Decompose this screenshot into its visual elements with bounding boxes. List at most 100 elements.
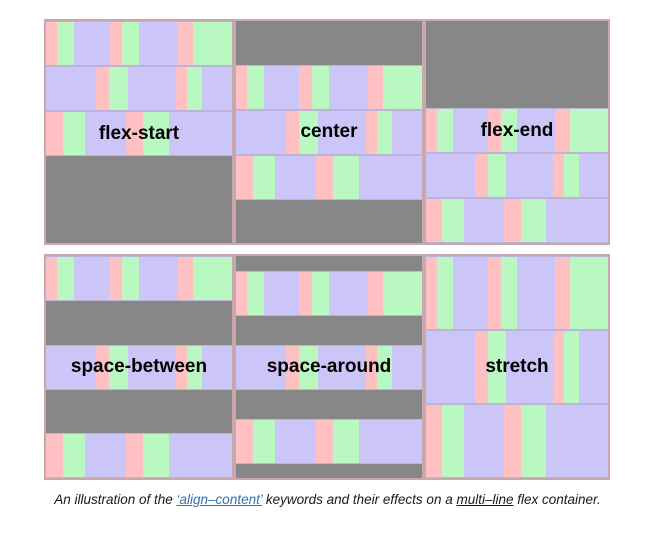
flex-item (73, 22, 110, 65)
flex-line: space-between (46, 344, 232, 390)
flex-item (142, 112, 169, 155)
flex-item (57, 257, 74, 300)
stripe-row-3 (46, 434, 232, 477)
flex-item (553, 154, 565, 197)
flex-line: stretch (426, 330, 608, 404)
flex-line (426, 198, 608, 243)
flex-item (176, 345, 188, 389)
flex-item (85, 434, 126, 477)
flex-line (236, 64, 422, 110)
flex-line (236, 418, 422, 464)
panel-space-around: space-around (234, 254, 424, 480)
flex-item (312, 65, 329, 109)
flex-item (299, 65, 313, 109)
flex-item (236, 419, 253, 463)
flex-item (109, 345, 128, 389)
flex-item (555, 109, 570, 152)
flex-item (426, 199, 443, 242)
stripe-row-1 (236, 65, 422, 109)
flex-item (426, 405, 443, 477)
flex-item (168, 112, 232, 155)
flex-item (500, 109, 517, 152)
flex-item (516, 109, 556, 152)
flex-line (46, 433, 232, 478)
flex-item (202, 67, 232, 110)
flex-line: flex-end (426, 108, 608, 153)
flex-line (426, 404, 608, 478)
flex-item (504, 199, 521, 242)
flex-item (275, 155, 316, 199)
caption-link-multi-line[interactable]: multi–line (456, 492, 514, 507)
flex-item (377, 110, 393, 154)
flex-item (368, 65, 383, 109)
flex-item (436, 257, 454, 329)
stripe-row-2 (426, 331, 608, 403)
flex-item (125, 112, 143, 155)
flex-item (263, 271, 300, 315)
flex-line: center (236, 109, 422, 155)
flex-item (332, 155, 359, 199)
flex-item (109, 22, 123, 65)
flex-item (46, 345, 97, 389)
flex-item (426, 154, 476, 197)
panel-space-between: space-between (44, 254, 234, 480)
flex-item (578, 154, 608, 197)
caption-part-3: flex container. (513, 492, 601, 507)
flex-item (555, 257, 570, 329)
flex-item (569, 257, 608, 329)
stripe-row-3 (236, 419, 422, 463)
flex-item (62, 112, 86, 155)
flex-line (236, 154, 422, 200)
flex-item (73, 257, 110, 300)
flex-item (504, 405, 521, 477)
caption-part-2: keywords and their effects on a (262, 492, 457, 507)
flex-item (178, 257, 193, 300)
flex-item (426, 257, 437, 329)
flex-item (317, 110, 367, 154)
flex-item (315, 419, 333, 463)
flex-item (275, 419, 316, 463)
flex-item (236, 155, 253, 199)
flex-item (487, 257, 501, 329)
flex-item (247, 65, 264, 109)
panel-flex-end: flex-end (424, 19, 610, 245)
stripe-row-1 (426, 257, 608, 329)
caption-link-align-content[interactable]: ‘align–content’ (176, 492, 263, 507)
panel-stretch: stretch (424, 254, 610, 480)
flex-line: flex-start (46, 111, 232, 156)
flex-item (569, 109, 608, 152)
flex-item (546, 405, 608, 477)
flex-item (442, 405, 465, 477)
flex-item (286, 110, 300, 154)
flex-item (382, 65, 422, 109)
flex-item (426, 331, 476, 403)
flex-item (138, 257, 179, 300)
stripe-row-1 (46, 257, 232, 300)
flex-item (46, 67, 97, 110)
flex-item (236, 65, 248, 109)
flex-item (299, 110, 318, 154)
flex-item (475, 154, 488, 197)
flex-item (328, 271, 369, 315)
flex-item (85, 112, 126, 155)
flex-item (46, 434, 63, 477)
flex-item (263, 65, 300, 109)
flex-item (392, 345, 422, 389)
stripe-row-1 (46, 22, 232, 65)
flex-item (368, 271, 383, 315)
flex-item (187, 345, 203, 389)
flex-item (358, 419, 422, 463)
flex-line (46, 21, 232, 66)
flex-item (312, 271, 329, 315)
flex-item (426, 109, 437, 152)
flex-item (578, 331, 608, 403)
flex-item (202, 345, 232, 389)
flex-item (168, 434, 232, 477)
flex-item (192, 22, 232, 65)
flex-item (127, 345, 177, 389)
stripe-row-1 (426, 109, 608, 152)
stripe-row-2 (426, 154, 608, 197)
flex-item (442, 199, 465, 242)
flex-item (475, 331, 488, 403)
flex-item (46, 257, 58, 300)
